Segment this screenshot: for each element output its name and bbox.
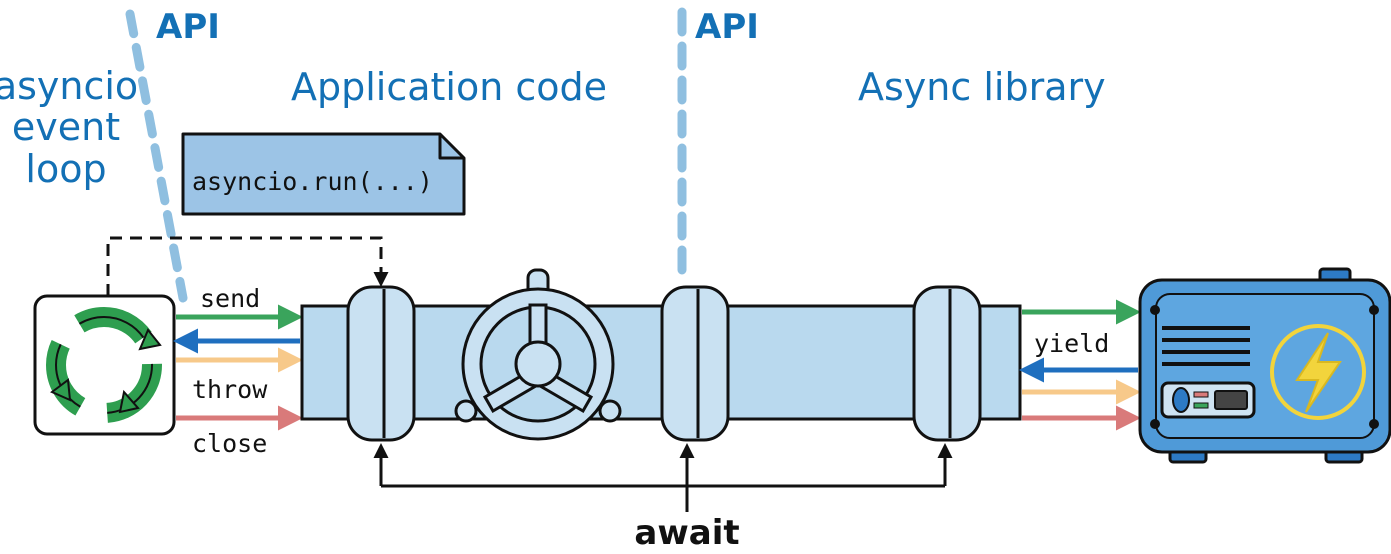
api-label-middle: API (695, 7, 759, 47)
application-code-label: Application code (291, 65, 607, 109)
valve-wheel-icon (454, 268, 622, 441)
close-label: close (192, 429, 267, 458)
api-divider-left (125, 9, 188, 303)
joint-middle (660, 285, 730, 442)
event-loop-label-line2: event (12, 105, 120, 149)
await-label: await (634, 513, 739, 553)
yield-label: yield (1034, 329, 1109, 358)
recycle-arrows-icon (46, 307, 162, 423)
run-dashed-link (106, 236, 389, 296)
send-label: send (200, 284, 260, 313)
joint-left (346, 285, 416, 442)
event-loop-box (33, 294, 176, 436)
async-library-label: Async library (858, 65, 1106, 109)
event-loop-label-line1: asyncio (0, 64, 138, 108)
throw-label: throw (192, 375, 268, 404)
generator-power-icon (1138, 267, 1391, 464)
event-loop-label-line3: loop (25, 147, 106, 191)
joint-right (912, 285, 982, 442)
api-label-left: API (156, 7, 220, 47)
run-call-document: asyncio.run(...) (181, 132, 466, 216)
run-call-label: asyncio.run(...) (192, 167, 433, 196)
